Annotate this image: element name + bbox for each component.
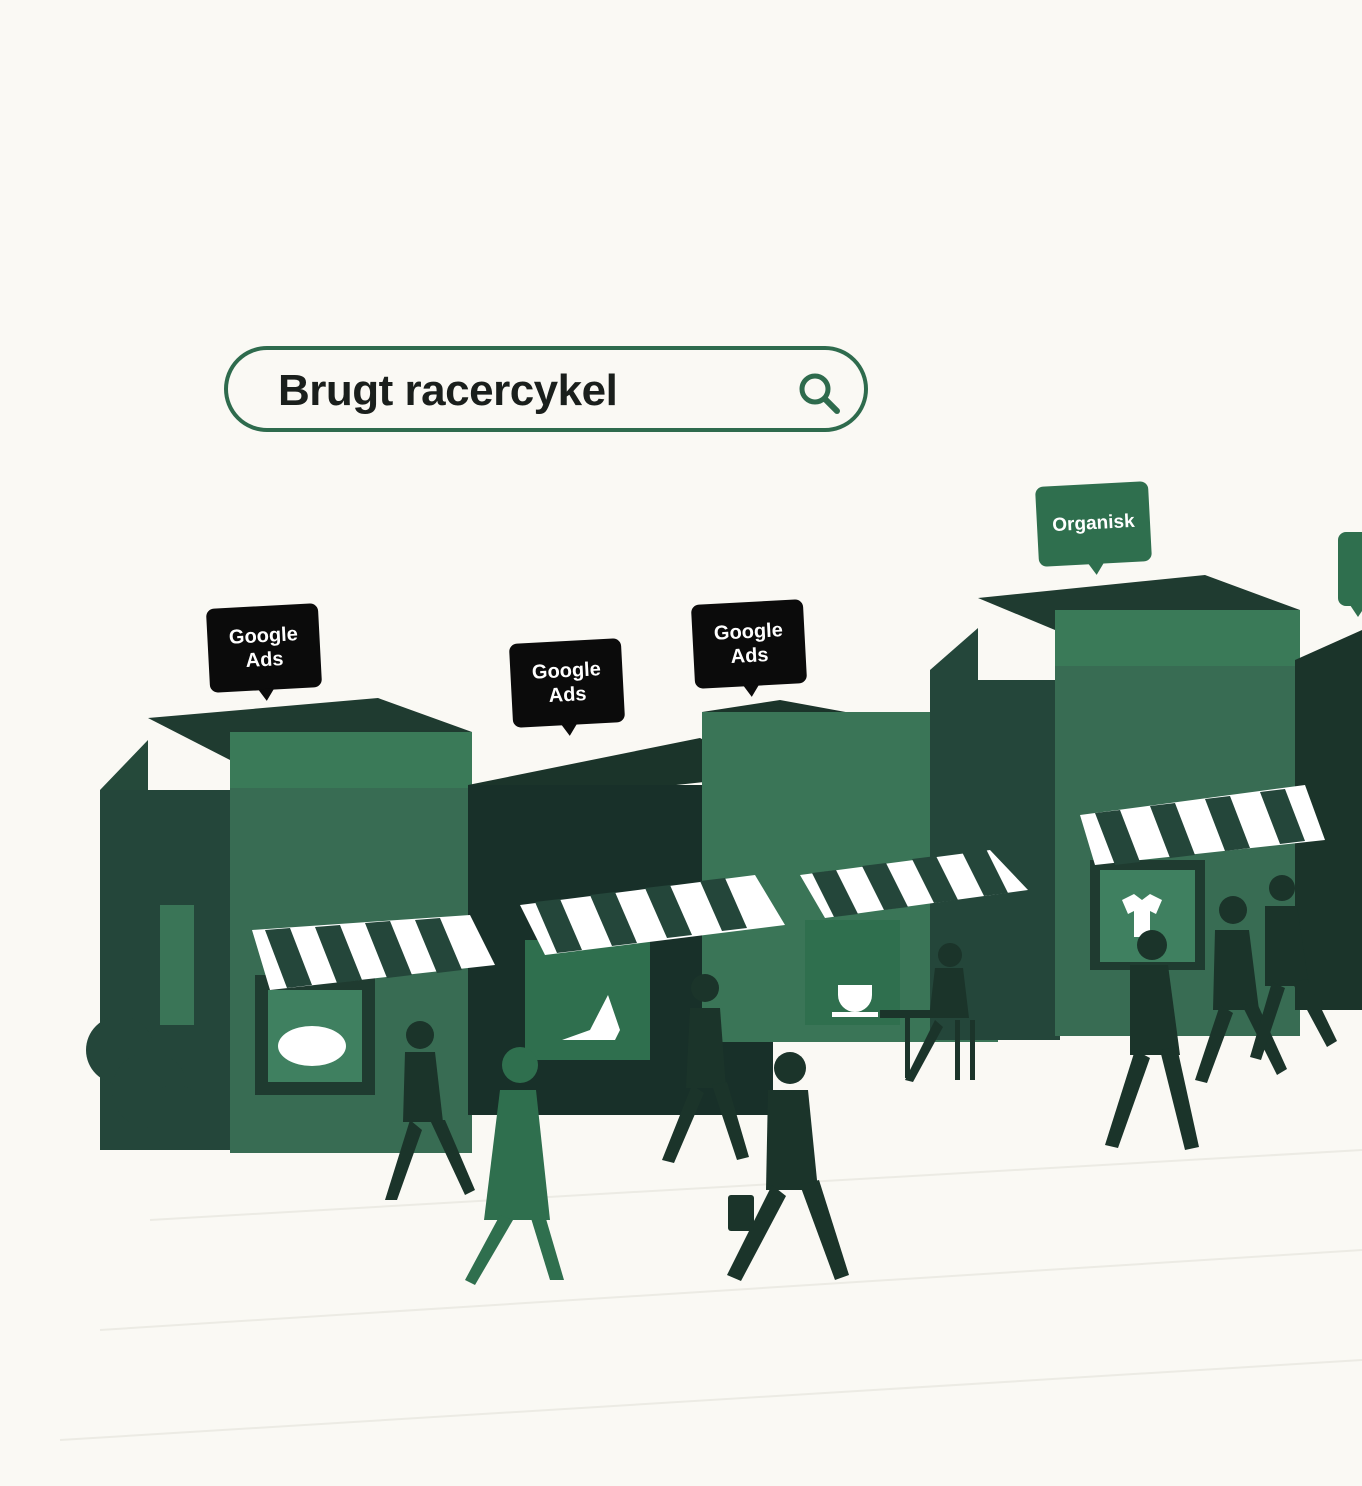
pedestrian-2 <box>465 1047 564 1285</box>
awning-cafe <box>800 849 1028 918</box>
pedestrians <box>385 875 1337 1285</box>
tag-line: Google <box>713 619 784 645</box>
pedestrian-3 <box>662 974 749 1163</box>
tag-line: Ads <box>730 644 770 668</box>
tag-line: Google <box>228 623 299 649</box>
tag-line: Ads <box>245 648 285 672</box>
pedestrian-4 <box>727 1052 849 1281</box>
tag-line: Google <box>531 658 602 684</box>
pedestrian-7 <box>1250 875 1337 1060</box>
pedestrian-1 <box>385 1021 475 1200</box>
awning-shoes <box>520 875 785 955</box>
search-query[interactable]: Brugt racercykel <box>278 366 618 415</box>
search-bar[interactable]: Brugt racercykel <box>224 346 868 432</box>
search-icon[interactable] <box>796 370 842 416</box>
awning-clothing <box>1080 785 1325 865</box>
awning-bakery <box>252 915 495 990</box>
tag-label: Organisk <box>1051 510 1136 537</box>
organic-tag-partial <box>1338 532 1362 617</box>
pedestrian-5 <box>1105 930 1199 1150</box>
sidewalk <box>59 1149 1362 1441</box>
shop-edge <box>1295 630 1362 1010</box>
cafe-seating <box>880 943 975 1082</box>
tag-line: Ads <box>548 683 588 707</box>
organic-tag: Organisk <box>1034 481 1153 567</box>
